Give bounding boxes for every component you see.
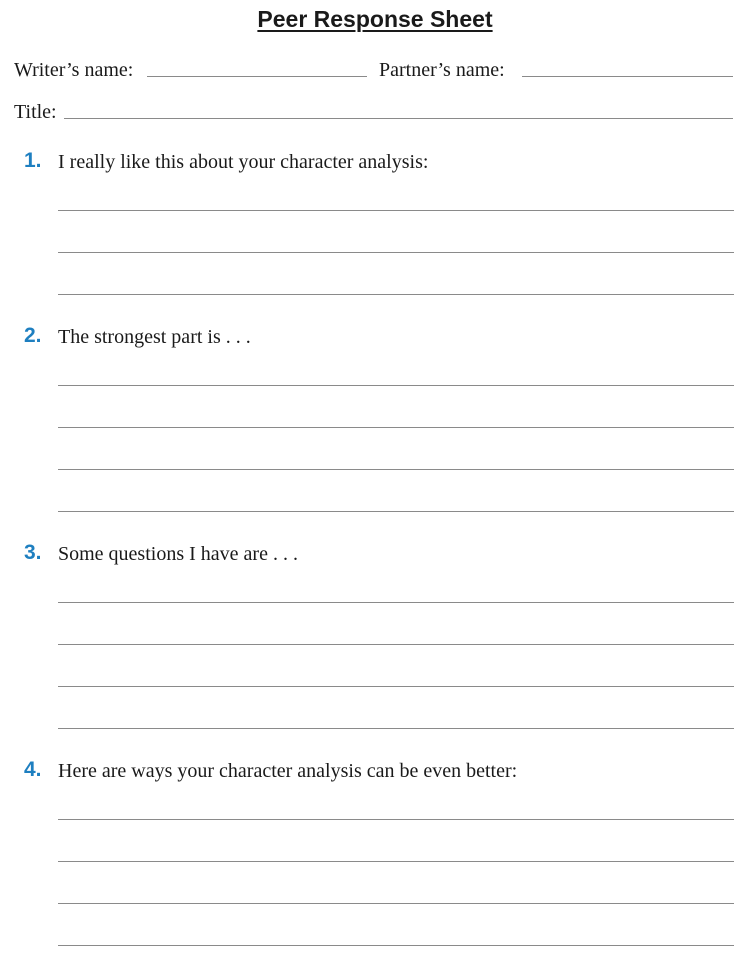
answer-line[interactable] [58,252,734,253]
writer-name-label: Writer’s name: [14,59,134,81]
question-number: 3. [24,541,42,564]
answer-line[interactable] [58,819,734,820]
answer-line[interactable] [58,602,734,603]
answer-line[interactable] [58,728,734,729]
page-title-text: Peer Response Sheet [257,6,493,32]
question-text: I really like this about your character … [58,151,429,173]
answer-line[interactable] [58,686,734,687]
answer-line[interactable] [58,427,734,428]
answer-line[interactable] [58,945,734,946]
title-field[interactable] [64,118,733,119]
title-label: Title: [14,101,57,123]
answer-line[interactable] [58,210,734,211]
answer-line[interactable] [58,294,734,295]
partner-name-field[interactable] [522,76,733,77]
question-text: Some questions I have are . . . [58,543,298,565]
answer-line[interactable] [58,469,734,470]
answer-line[interactable] [58,644,734,645]
answer-line[interactable] [58,861,734,862]
writer-name-field[interactable] [147,76,367,77]
answer-line[interactable] [58,385,734,386]
answer-line[interactable] [58,511,734,512]
question-number: 2. [24,324,42,347]
question-number: 1. [24,149,42,172]
partner-name-label: Partner’s name: [379,59,505,81]
answer-line[interactable] [58,903,734,904]
page-title: Peer Response Sheet [0,4,750,34]
question-text: The strongest part is . . . [58,326,251,348]
question-text: Here are ways your character analysis ca… [58,760,518,782]
question-number: 4. [24,758,42,781]
